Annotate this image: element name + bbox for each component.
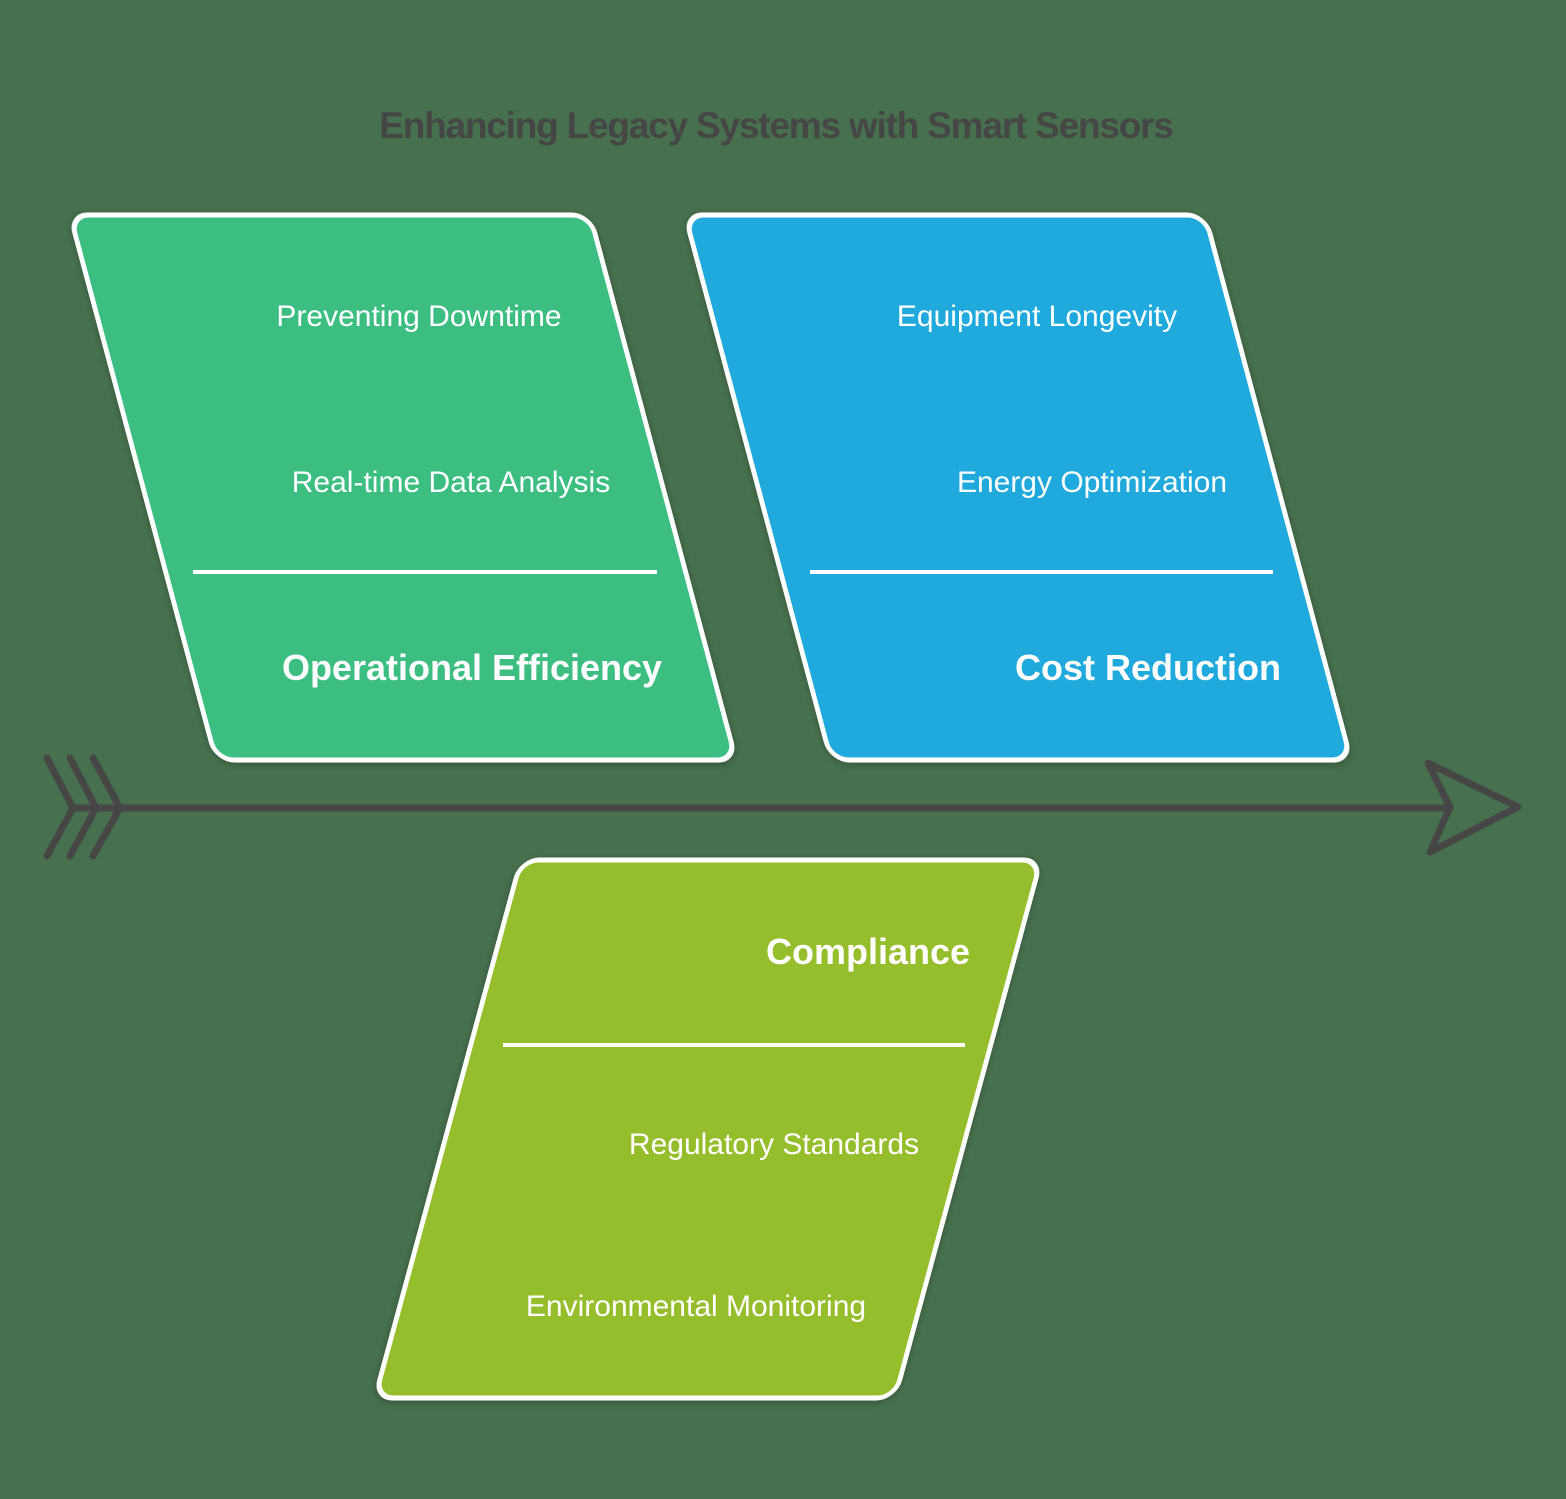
branch-compliance: Compliance Regulatory Standards Environm… xyxy=(376,857,1040,1401)
branch-cost-reduction: Equipment Longevity Energy Optimization … xyxy=(686,212,1350,763)
timeline-arrow xyxy=(43,754,1522,860)
branch-title: Compliance xyxy=(766,931,970,972)
branch-item-label: Energy Optimization xyxy=(957,466,1227,499)
branch-operational-efficiency: Preventing Downtime Real-time Data Analy… xyxy=(71,212,735,763)
branch-title: Operational Efficiency xyxy=(282,647,662,688)
branch-item-label: Environmental Monitoring xyxy=(526,1290,866,1323)
arrow-head-icon xyxy=(1424,759,1522,856)
branch-item-label: Regulatory Standards xyxy=(629,1128,919,1161)
branch-item-label: Preventing Downtime xyxy=(276,300,561,333)
branch-title: Cost Reduction xyxy=(1015,647,1281,688)
branch-item-label: Real-time Data Analysis xyxy=(292,466,610,499)
branch-shape-operational-efficiency xyxy=(71,212,735,763)
arrow-fletching-2 xyxy=(66,754,100,860)
arrow-fletching-1 xyxy=(43,754,77,860)
branch-shape-cost-reduction xyxy=(686,212,1350,763)
branch-shape-compliance xyxy=(376,857,1040,1401)
branch-item-label: Equipment Longevity xyxy=(897,300,1177,333)
diagram-title: Enhancing Legacy Systems with Smart Sens… xyxy=(379,105,1173,146)
arrow-fletching-3 xyxy=(89,754,124,860)
